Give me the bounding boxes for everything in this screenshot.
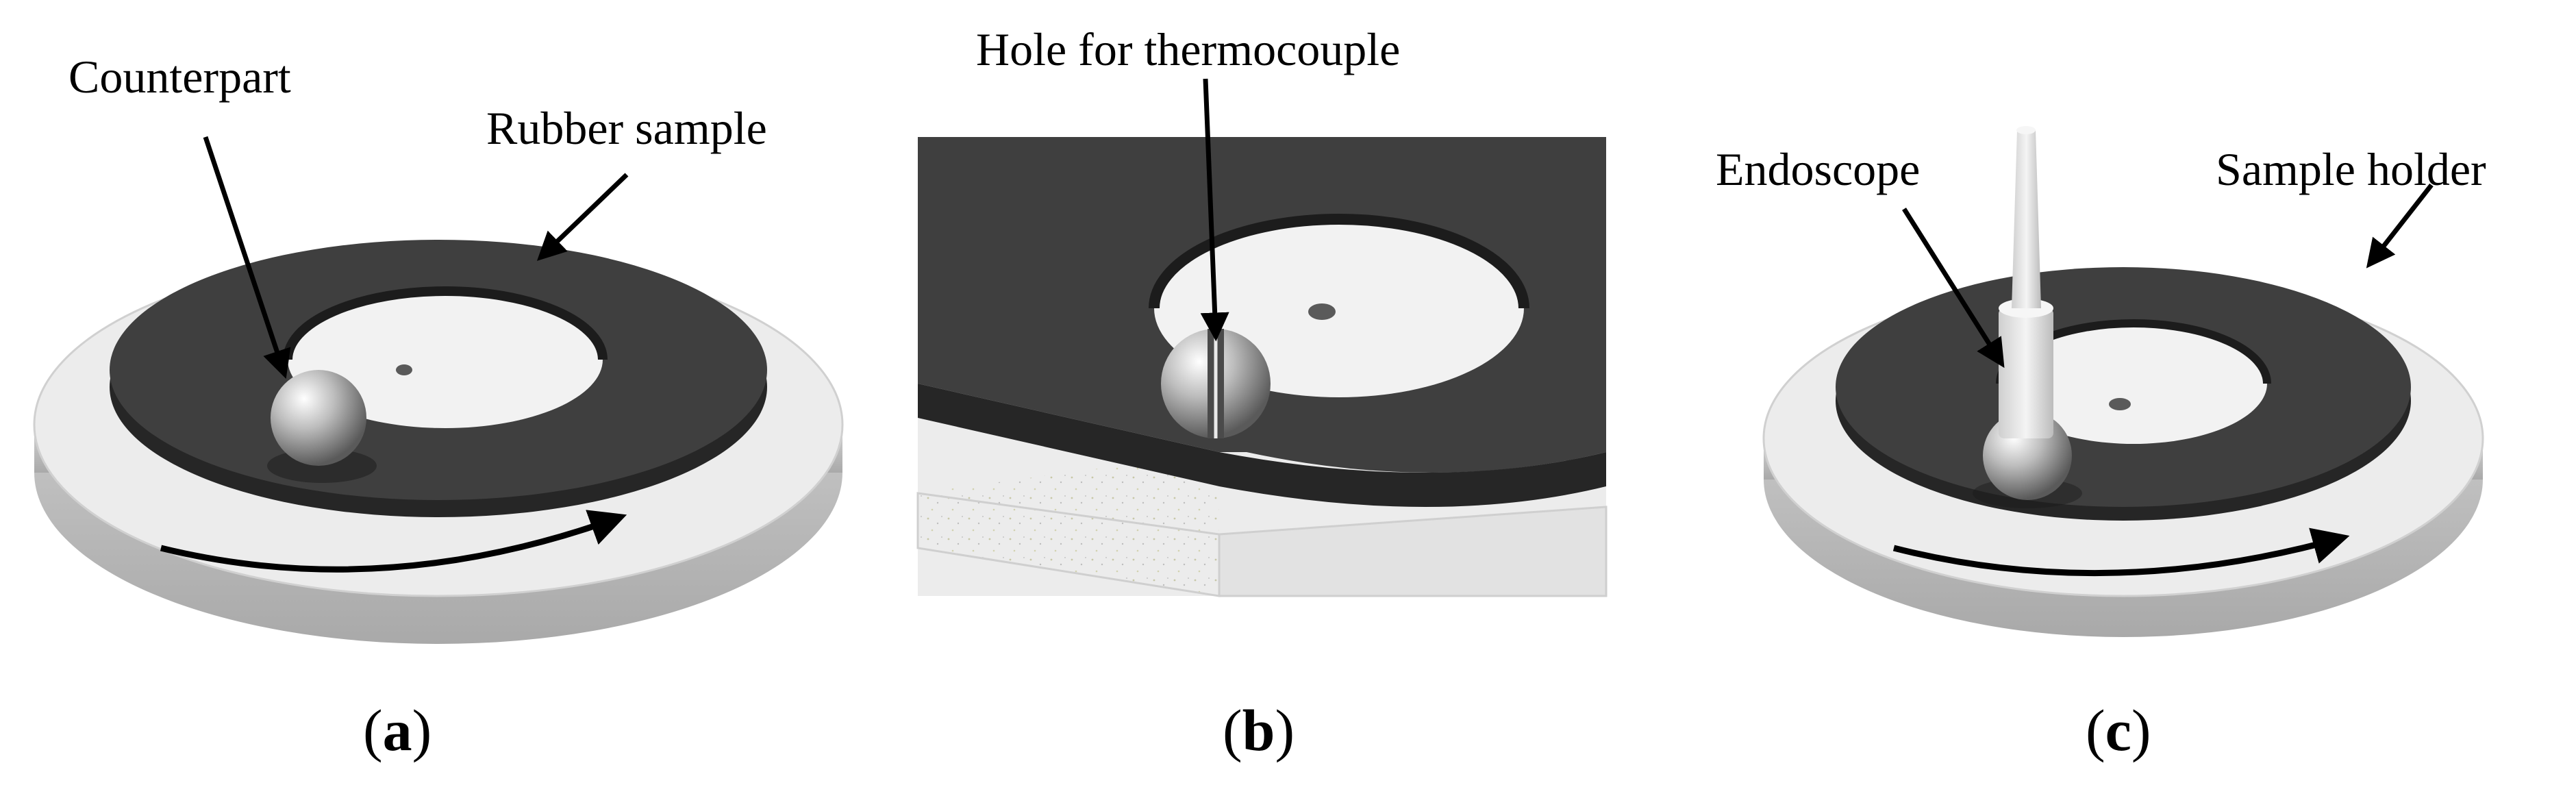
thermocouple-hole-pointer xyxy=(1200,78,1229,342)
endoscope-pointer xyxy=(1902,208,2005,369)
label-hole-for-thermocouple: Hole for thermocouple xyxy=(976,23,1400,75)
panel-a: Counterpart Rubber sample (a) xyxy=(33,51,844,763)
endoscope xyxy=(1973,126,2082,508)
sample-holder-pointer xyxy=(2366,183,2434,269)
label-sample-holder: Sample holder xyxy=(2216,143,2486,195)
ball-with-hole xyxy=(1161,329,1271,438)
caption-b: (b) xyxy=(1223,697,1295,763)
caption-a: (a) xyxy=(363,697,432,763)
rubber-ring-c xyxy=(1836,267,2411,521)
counterpart-pointer xyxy=(203,136,291,379)
counterpart-ball xyxy=(267,370,377,483)
rotation-arrow-c xyxy=(1892,527,2350,577)
caption-c: (c) xyxy=(2086,697,2151,763)
label-counterpart: Counterpart xyxy=(68,51,291,103)
label-rubber-sample: Rubber sample xyxy=(486,102,767,154)
rotation-arrow xyxy=(160,510,627,573)
rubber-sample-pointer xyxy=(536,173,629,261)
rubber-ring xyxy=(110,240,767,517)
label-endoscope: Endoscope xyxy=(1716,143,1920,195)
panel-c: Endoscope Sample holder (c) xyxy=(1716,126,2486,763)
panel-b: Hole for thermocouple (b) xyxy=(916,23,1608,763)
